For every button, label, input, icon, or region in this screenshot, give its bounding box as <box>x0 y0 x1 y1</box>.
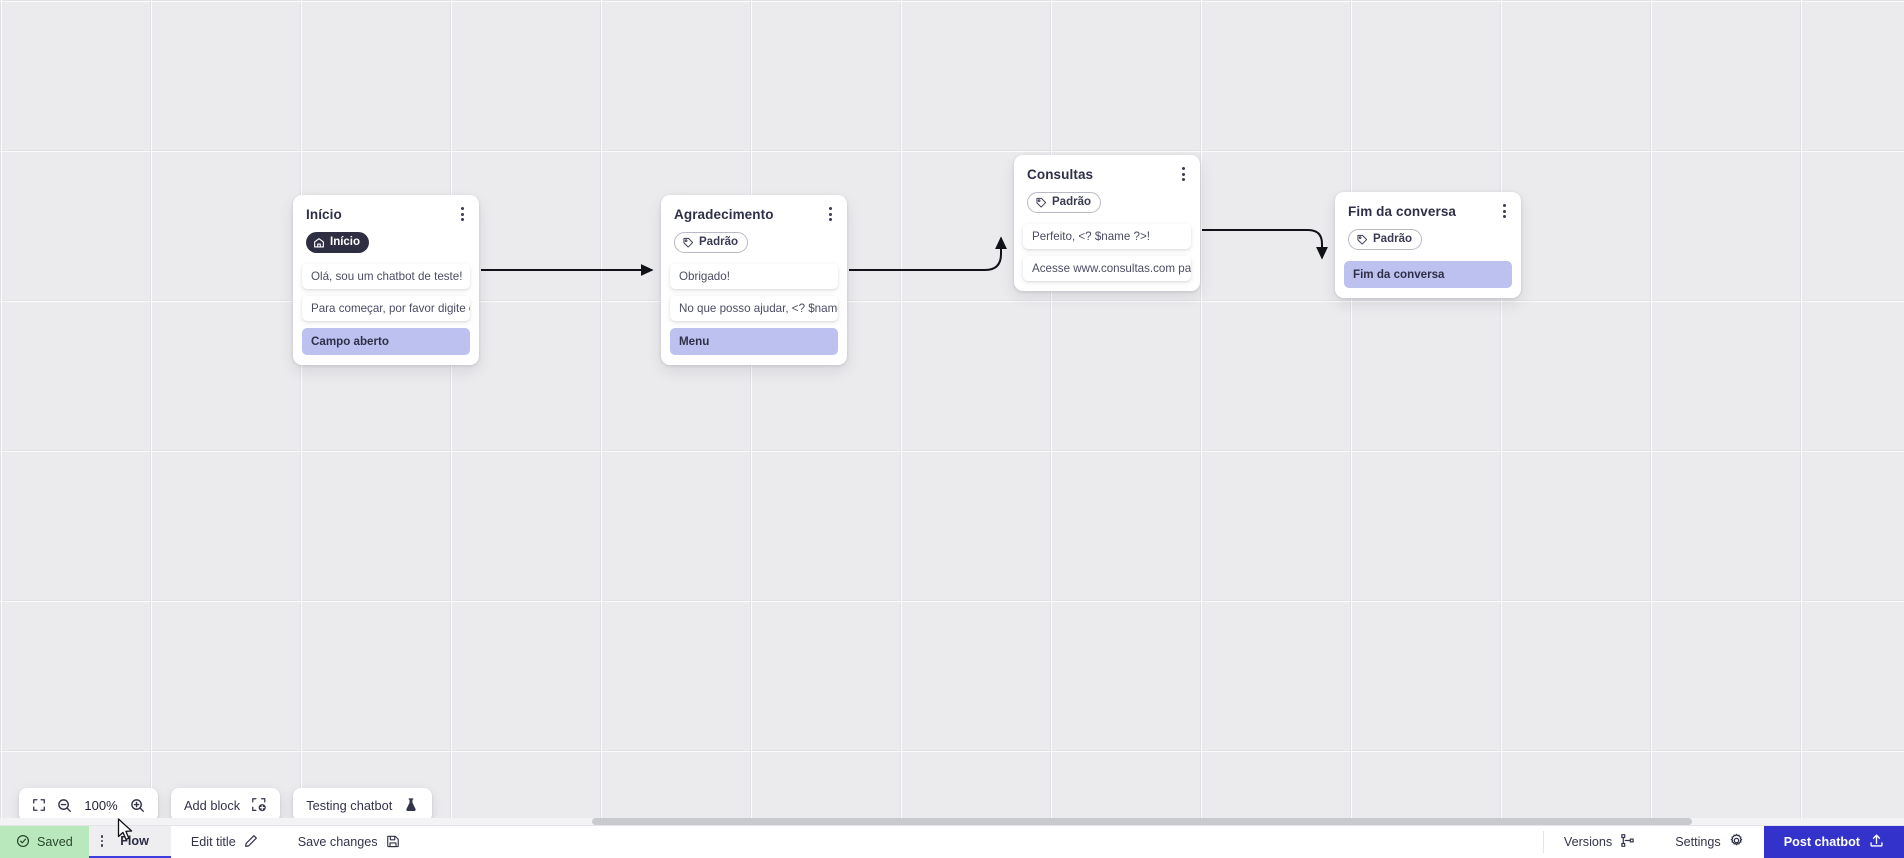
block-body: Obrigado! No que posso ajudar, <? $name … <box>661 254 847 365</box>
block-title: Início <box>306 207 342 222</box>
zoom-in-icon[interactable] <box>130 798 145 813</box>
fit-screen-icon[interactable] <box>32 798 46 812</box>
block-row-message[interactable]: Olá, sou um chatbot de teste! <box>302 263 470 289</box>
zoom-control-group[interactable]: 100% <box>19 788 158 822</box>
block-title: Consultas <box>1027 167 1094 182</box>
block-badge-padrao[interactable]: Padrão <box>674 232 748 253</box>
flow-block-inicio[interactable]: Início Início Olá, sou um chatbot de tes… <box>293 195 479 365</box>
block-row-action[interactable]: Fim da conversa <box>1344 260 1512 288</box>
block-menu-button[interactable] <box>822 205 838 223</box>
pencil-icon <box>244 834 258 851</box>
block-badge-inicio[interactable]: Início <box>306 232 370 253</box>
tab-flow[interactable]: Flow <box>88 826 171 858</box>
versions-label: Versions <box>1563 835 1613 849</box>
badge-label: Padrão <box>1052 195 1091 208</box>
block-badge-padrao[interactable]: Padrão <box>1027 192 1101 213</box>
add-block-label: Add block <box>184 797 241 813</box>
block-header: Agradecimento <box>661 195 847 223</box>
scrollbar-thumb[interactable] <box>592 818 1692 825</box>
kebab-icon[interactable] <box>97 835 108 847</box>
branch-icon <box>1620 833 1635 851</box>
block-body: Olá, sou um chatbot de teste! Para começ… <box>293 254 479 365</box>
block-header: Fim da conversa <box>1335 192 1521 220</box>
save-disk-icon <box>386 834 400 851</box>
settings-button[interactable]: Settings <box>1655 826 1764 858</box>
save-status-label: Saved <box>37 835 73 849</box>
flow-block-fim-da-conversa[interactable]: Fim da conversa Padrão Fim da conversa <box>1335 192 1521 298</box>
bottom-bar: Saved Flow Edit title Save changes <box>0 825 1904 858</box>
block-badge-padrao[interactable]: Padrão <box>1348 229 1422 250</box>
block-row-message[interactable]: No que posso ajudar, <? $name ... <box>670 295 838 321</box>
tab-flow-label: Flow <box>120 834 149 848</box>
block-row-message[interactable]: Acesse www.consultas.com par... <box>1023 255 1191 281</box>
block-menu-button[interactable] <box>1496 202 1512 220</box>
block-body: Fim da conversa <box>1335 251 1521 298</box>
check-circle-icon <box>16 834 30 851</box>
edge-agradecimento-consultas <box>849 236 1007 271</box>
badge-label: Padrão <box>699 235 738 248</box>
post-chatbot-button[interactable]: Post chatbot <box>1763 826 1904 858</box>
tag-icon <box>683 237 694 248</box>
zoom-level-value: 100% <box>84 797 118 813</box>
block-row-message[interactable]: Para começar, por favor digite o ... <box>302 295 470 321</box>
block-menu-button[interactable] <box>1175 165 1191 183</box>
save-status-badge: Saved <box>0 826 89 858</box>
block-body: Perfeito, <? $name ?>! Acesse www.consul… <box>1014 214 1200 291</box>
save-changes-label: Save changes <box>297 835 378 849</box>
canvas-horizontal-scrollbar[interactable] <box>0 815 1904 825</box>
add-block-button[interactable]: Add block <box>171 788 281 822</box>
upload-icon <box>1869 833 1884 851</box>
flask-icon <box>403 797 419 813</box>
add-block-icon <box>251 797 267 813</box>
block-title: Agradecimento <box>674 207 774 222</box>
badge-label: Início <box>330 235 361 248</box>
save-changes-button[interactable]: Save changes <box>278 826 420 858</box>
gear-icon <box>1729 833 1744 851</box>
flow-canvas[interactable]: Início Início Olá, sou um chatbot de tes… <box>0 0 1904 825</box>
block-row-action[interactable]: Menu <box>670 327 838 355</box>
testing-chatbot-button[interactable]: Testing chatbot <box>293 788 433 822</box>
badge-label: Padrão <box>1373 232 1412 245</box>
block-header: Consultas <box>1014 155 1200 183</box>
canvas-toolbar: 100% Add block Testing chatbot <box>19 788 433 822</box>
edge-consultas-fim <box>1202 229 1328 260</box>
block-row-message[interactable]: Obrigado! <box>670 263 838 289</box>
block-title: Fim da conversa <box>1348 204 1457 219</box>
block-menu-button[interactable] <box>454 205 470 223</box>
bottom-bar-spacer <box>420 826 1543 858</box>
flow-block-consultas[interactable]: Consultas Padrão Perfeito, <? $name ?>! … <box>1014 155 1200 291</box>
bottom-bar-divider <box>1542 831 1544 853</box>
edit-title-label: Edit title <box>190 835 236 849</box>
edit-title-button[interactable]: Edit title <box>171 826 278 858</box>
testing-chatbot-label: Testing chatbot <box>306 797 393 813</box>
block-header: Início <box>293 195 479 223</box>
block-row-message[interactable]: Perfeito, <? $name ?>! <box>1023 223 1191 249</box>
post-chatbot-label: Post chatbot <box>1783 835 1860 849</box>
home-icon <box>314 237 324 248</box>
flow-block-agradecimento[interactable]: Agradecimento Padrão Obrigado! No que po… <box>661 195 847 365</box>
zoom-out-icon[interactable] <box>57 798 72 813</box>
versions-button[interactable]: Versions <box>1544 826 1655 858</box>
flow-edges <box>481 229 1328 276</box>
settings-label: Settings <box>1675 835 1721 849</box>
block-row-action[interactable]: Campo aberto <box>302 327 470 355</box>
tag-icon <box>1357 234 1368 245</box>
tag-icon <box>1036 197 1047 208</box>
